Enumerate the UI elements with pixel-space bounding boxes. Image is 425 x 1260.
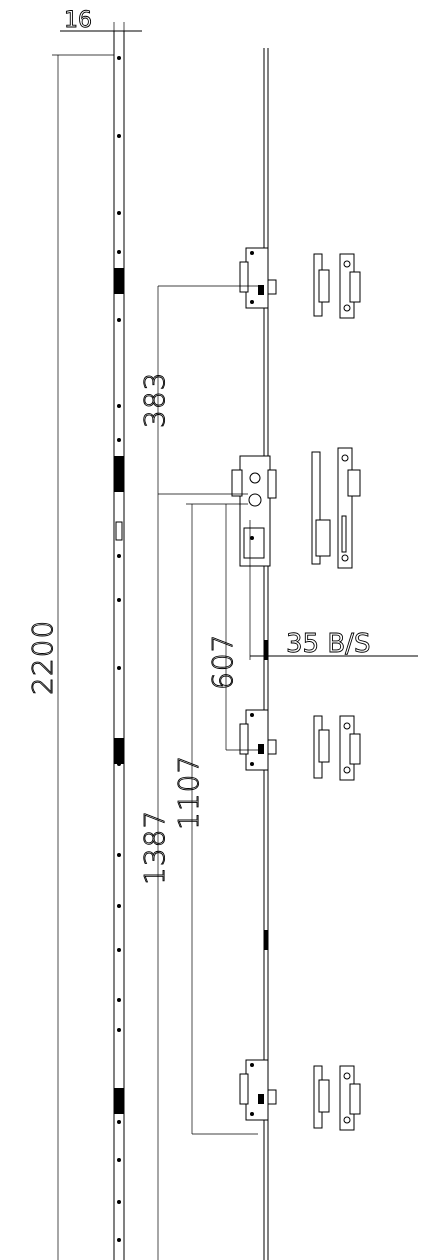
keep-bottom <box>239 1059 277 1121</box>
keep-lower <box>239 709 277 771</box>
dimension-383-label: 383 <box>138 372 171 428</box>
total-length-label: 2200 <box>26 620 59 695</box>
dimension-1107-label: 1107 <box>172 755 205 830</box>
dimension-607-label: 607 <box>206 634 239 690</box>
strike-plate-middle <box>311 447 361 569</box>
backset-dimension: 35 B/S <box>249 520 418 660</box>
keep-middle-main <box>231 455 277 567</box>
strike-plate-bottom <box>313 1065 361 1131</box>
width-label: 16 <box>64 8 92 33</box>
dimension-1107: 1107 <box>172 503 258 1135</box>
faceplate-screw-holes <box>117 56 121 1242</box>
strike-plate-upper <box>313 253 361 319</box>
dimension-607: 607 <box>206 504 258 751</box>
dimension-383: 383 <box>138 285 258 1260</box>
strike-plate-lower <box>313 715 361 781</box>
dimension-1387-label: 1387 <box>138 810 171 885</box>
keep-upper <box>239 247 277 309</box>
dimension-1387: 1387 <box>138 809 172 885</box>
backset-label: 35 B/S <box>286 629 370 659</box>
width-dimension: 16 <box>60 8 142 40</box>
total-length-dimension: 2200 <box>26 54 114 1260</box>
faceplate-front <box>113 31 125 1260</box>
faceplate-lock-points <box>114 268 124 1114</box>
